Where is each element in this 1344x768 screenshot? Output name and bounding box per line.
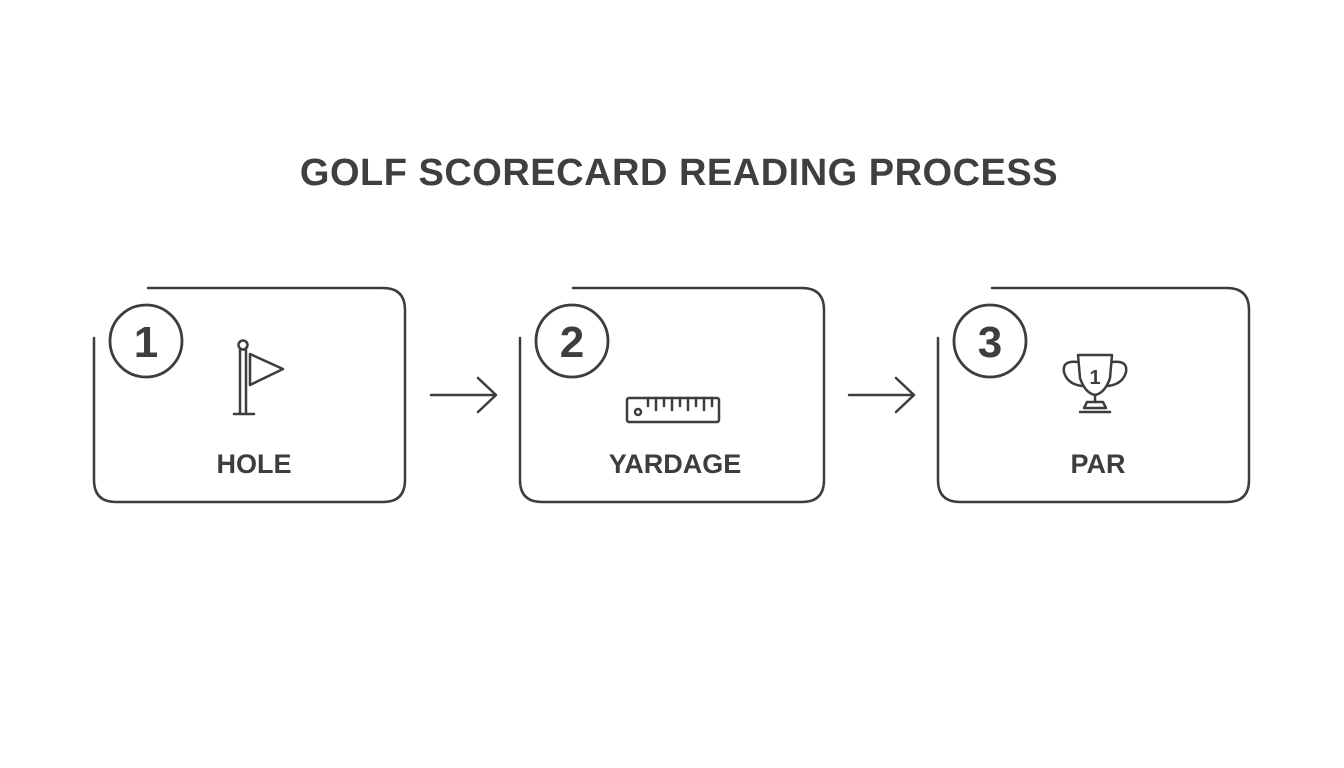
trophy-number: 1 <box>1089 367 1100 389</box>
step-1-frame <box>92 286 407 504</box>
trophy-icon: 1 <box>1062 353 1128 414</box>
step-3-frame <box>936 286 1251 504</box>
step-3-number: 3 <box>978 318 1002 367</box>
arrow-2-to-3 <box>847 376 916 414</box>
step-3-label: PAR <box>1070 449 1125 479</box>
arrow-1-to-2 <box>429 376 498 414</box>
page-title: GOLF SCORECARD READING PROCESS <box>299 152 1059 194</box>
step-2-number-badge <box>534 303 610 379</box>
step-1-label: HOLE <box>216 449 291 479</box>
step-2-card: 2 YARDAGE <box>518 286 826 504</box>
ruler-icon <box>625 396 721 424</box>
step-1-card: 1 HOLE <box>92 286 407 504</box>
step-1-number-badge <box>108 303 184 379</box>
step-3-number-badge <box>952 303 1028 379</box>
step-1-number: 1 <box>134 318 158 367</box>
step-3-card: 3 1 PAR <box>936 286 1251 504</box>
flag-icon <box>232 339 285 416</box>
step-2-frame <box>518 286 826 504</box>
step-2-label: YARDAGE <box>609 449 742 479</box>
step-2-number: 2 <box>560 318 584 367</box>
